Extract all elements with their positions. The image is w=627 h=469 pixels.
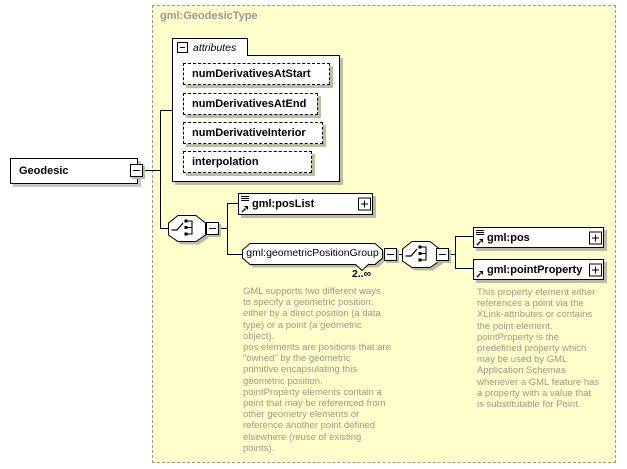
attribute-numDerivativesAtEnd[interactable]: numDerivativesAtEnd <box>183 93 318 115</box>
cardinality-label: 2..∞ <box>352 268 372 280</box>
connector-line <box>227 203 228 255</box>
connector-line <box>160 228 170 229</box>
connector-line <box>448 254 456 255</box>
connector-line <box>227 254 243 255</box>
collapse-choice-button[interactable] <box>436 248 449 261</box>
choice-compositor[interactable] <box>168 215 210 251</box>
group-label: gml:geometricPositionGroup <box>246 247 379 259</box>
attribute-label: numDerivativesAtStart <box>192 68 311 80</box>
collapse-group-button[interactable] <box>384 248 397 261</box>
connector-line <box>143 170 161 171</box>
connector-line <box>227 203 239 204</box>
element-reference-icon <box>476 271 483 278</box>
expand-poslist-button[interactable] <box>358 197 371 211</box>
element-pointproperty-label: gml:pointProperty <box>487 263 583 276</box>
element-pos-label: gml:pos <box>487 231 530 244</box>
complex-type-title: gml:GeodesicType <box>160 10 258 22</box>
element-poslist-label: gml:posList <box>252 198 315 210</box>
element-reference-icon <box>476 239 483 246</box>
collapse-choice-button[interactable] <box>206 222 219 235</box>
element-poslist[interactable]: gml:posList <box>238 193 373 215</box>
element-geodesic-label: Geodesic <box>19 165 69 177</box>
connector-line <box>455 236 474 237</box>
annotation-pointproperty: This property element either references … <box>477 287 600 411</box>
text-content-icon <box>476 230 484 231</box>
attribute-label: interpolation <box>192 156 259 168</box>
cardinality-notch-icon <box>354 263 370 272</box>
element-geodesic[interactable]: Geodesic <box>10 158 138 184</box>
attribute-label: numDerivativeInterior <box>192 127 306 139</box>
expand-pos-button[interactable] <box>589 231 602 244</box>
expand-pointproperty-button[interactable] <box>589 263 602 276</box>
element-pos[interactable]: gml:pos <box>473 227 604 248</box>
attribute-label: numDerivativesAtEnd <box>192 98 307 110</box>
element-pointproperty[interactable]: gml:pointProperty <box>473 259 604 280</box>
collapse-attributes-icon[interactable] <box>177 42 188 53</box>
choice-compositor[interactable] <box>402 241 444 277</box>
connector-line <box>160 110 173 111</box>
collapse-geodesic-button[interactable] <box>130 164 143 177</box>
choice-icon <box>402 241 443 271</box>
connector-line <box>218 228 228 229</box>
element-reference-icon <box>241 206 248 213</box>
choice-icon <box>168 215 209 245</box>
attributes-header[interactable]: attributes <box>172 38 248 56</box>
annotation-group: GML supports two different ways to speci… <box>243 286 391 454</box>
attribute-numDerivativeInterior[interactable]: numDerivativeInterior <box>183 122 323 144</box>
connector-line <box>455 236 456 269</box>
connector-line <box>160 110 161 229</box>
connector-line <box>396 254 404 255</box>
group-geometricPositionGroup[interactable] <box>242 243 388 280</box>
attribute-numDerivativesAtStart[interactable]: numDerivativesAtStart <box>183 63 330 85</box>
model-group-shape <box>242 243 386 272</box>
text-content-icon <box>241 196 249 197</box>
connector-line <box>455 268 474 269</box>
attribute-interpolation[interactable]: interpolation <box>183 151 312 173</box>
attributes-label: attributes <box>193 41 237 54</box>
